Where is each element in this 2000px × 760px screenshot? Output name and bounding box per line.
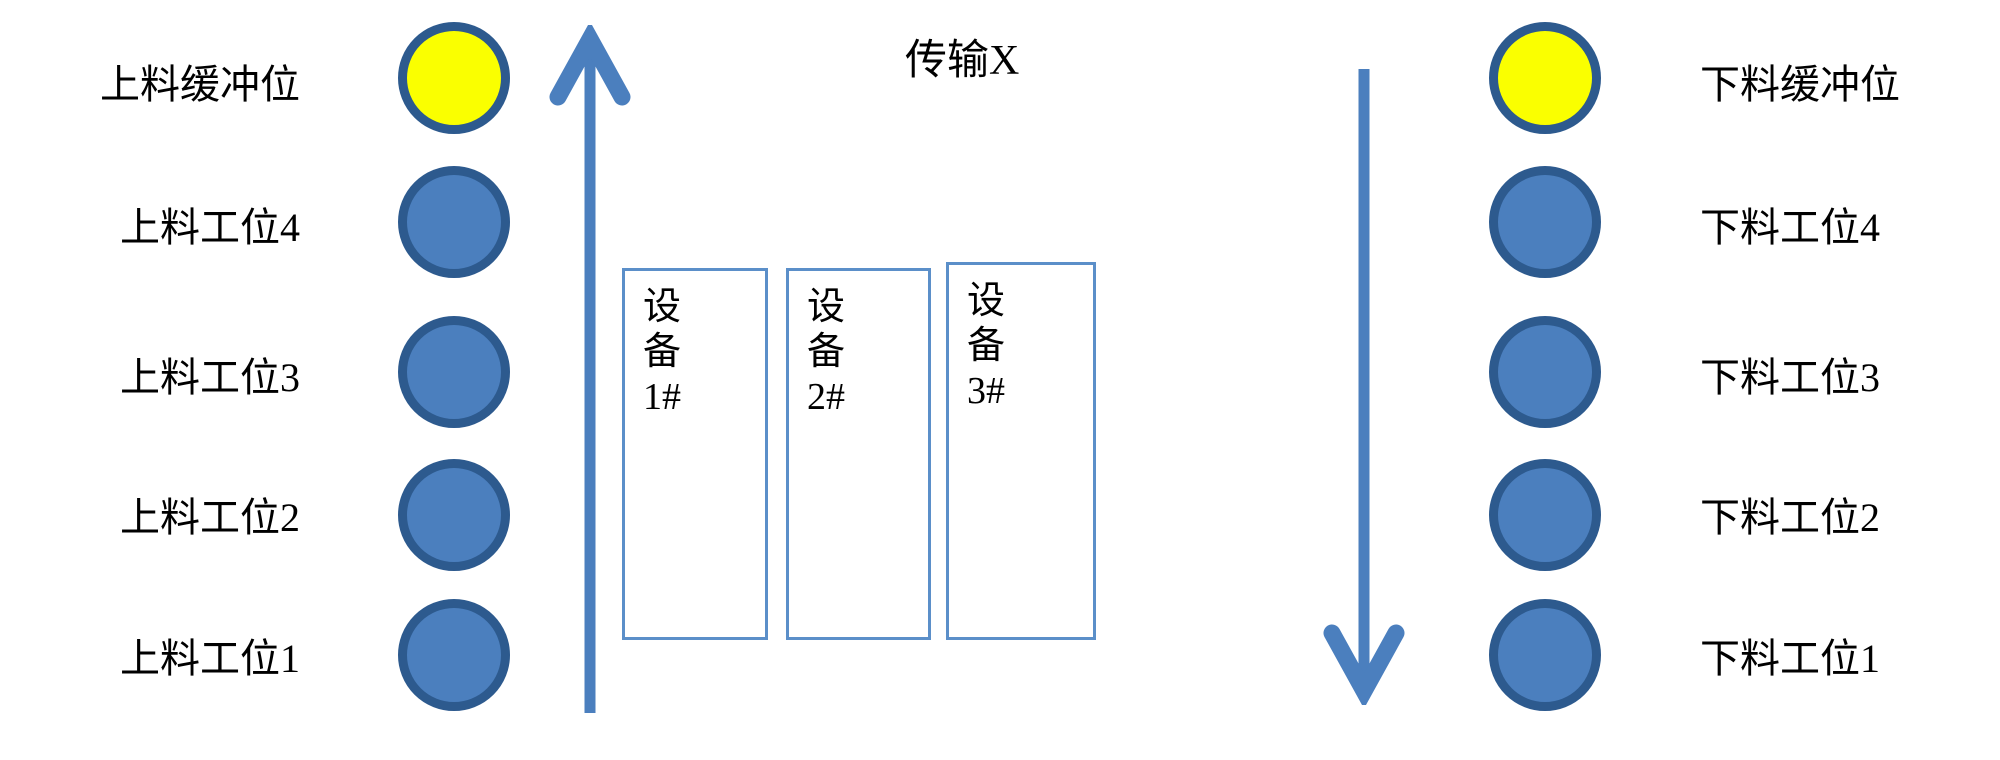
equipment-box-3[interactable]: 设 备 3# <box>946 262 1096 640</box>
right-station-circle-1[interactable] <box>1489 599 1601 711</box>
left-station-circle-3[interactable] <box>398 316 510 428</box>
right-station-circle-2[interactable] <box>1489 459 1601 571</box>
left-label-station-1: 上料工位1 <box>120 636 300 681</box>
left-station-circle-1[interactable] <box>398 599 510 711</box>
right-station-circle-4[interactable] <box>1489 166 1601 278</box>
right-station-circle-buffer[interactable] <box>1489 22 1601 134</box>
equipment-label-1: 设 备 1# <box>643 286 682 418</box>
left-station-circle-4[interactable] <box>398 166 510 278</box>
equipment-box-2[interactable]: 设 备 2# <box>786 268 931 640</box>
right-station-circle-3[interactable] <box>1489 316 1601 428</box>
left-station-circle-buffer[interactable] <box>398 22 510 134</box>
left-label-station-4: 上料工位4 <box>120 205 300 250</box>
up-arrow-icon <box>549 25 631 713</box>
left-label-buffer: 上料缓冲位 <box>100 62 300 107</box>
left-station-circle-2[interactable] <box>398 459 510 571</box>
equipment-box-1[interactable]: 设 备 1# <box>622 268 768 640</box>
right-label-buffer: 下料缓冲位 <box>1700 62 1900 107</box>
right-label-station-3: 下料工位3 <box>1700 355 1880 400</box>
equipment-label-2: 设 备 2# <box>807 286 846 418</box>
diagram-title: 传输X <box>905 38 1020 84</box>
left-label-station-2: 上料工位2 <box>120 495 300 540</box>
left-label-station-3: 上料工位3 <box>120 355 300 400</box>
right-label-station-1: 下料工位1 <box>1700 636 1880 681</box>
right-label-station-2: 下料工位2 <box>1700 495 1880 540</box>
down-arrow-icon <box>1323 69 1405 705</box>
right-label-station-4: 下料工位4 <box>1700 205 1880 250</box>
equipment-label-3: 设 备 3# <box>967 280 1006 412</box>
